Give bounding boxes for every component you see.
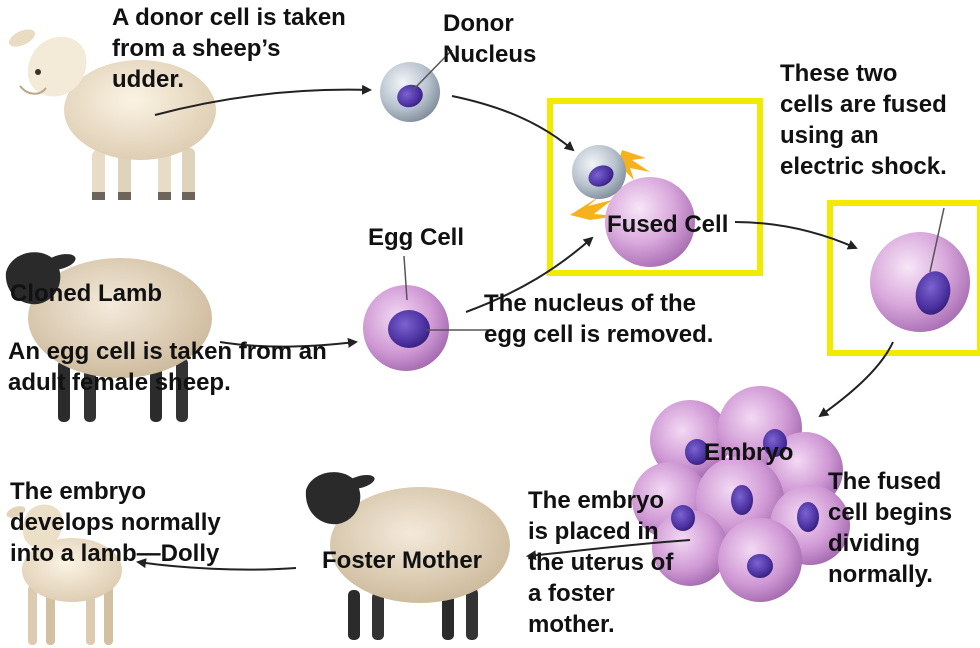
nucleus-removed-caption: The nucleus of the egg cell is removed. — [484, 288, 759, 358]
placed-caption: The embryo is placed in the uterus of a … — [528, 485, 703, 648]
small-donor-cell — [572, 145, 626, 199]
donor-nucleus-label: Donor Nucleus — [443, 8, 573, 78]
egg-cell-label: Egg Cell — [368, 222, 488, 258]
embryo-label: Embryo — [704, 437, 814, 473]
dividing-caption: The fused cell begins dividing normally. — [828, 466, 980, 598]
egg-cell — [363, 285, 449, 371]
develops-caption: The embryo develops normally into a lamb… — [10, 476, 270, 576]
arrow-donor-cell-to-fusion — [452, 96, 573, 150]
foster-mother-label: Foster Mother — [322, 545, 522, 581]
egg-caption: An egg cell is taken from an adult femal… — [8, 336, 368, 406]
fused-instruction: These two cells are fused using an elect… — [780, 58, 980, 193]
fused-cell-label: Fused Cell — [607, 209, 757, 245]
cloned-lamb-label: Cloned Lamb — [10, 278, 210, 314]
donor-caption: A donor cell is taken from a sheep’s udd… — [112, 2, 402, 102]
fused-cell-with-nucleus — [870, 232, 970, 332]
